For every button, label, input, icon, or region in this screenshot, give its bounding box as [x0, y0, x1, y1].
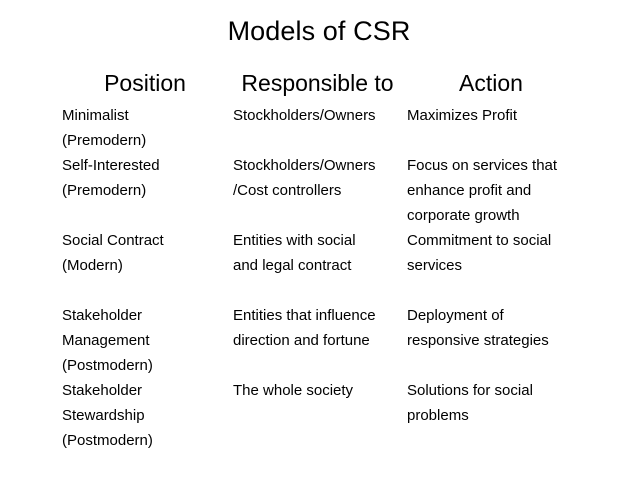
table-cell-action: Commitment to social services [407, 228, 587, 278]
page-title: Models of CSR [227, 16, 411, 46]
table-cell-responsible-to: Entities with social and legal contract [233, 228, 405, 278]
table-cell-action: Focus on services that enhance profit and… [407, 153, 587, 228]
cell-line: problems [407, 407, 469, 424]
table-cell-position: Minimalist (Premodern) [62, 103, 230, 153]
cell-line: Solutions for social [407, 382, 533, 399]
cell-line: Stockholders/Owners [233, 157, 376, 174]
cell-line: and legal contract [233, 257, 352, 274]
cell-line: Entities that influence [233, 307, 376, 324]
table-cell-responsible-to: Stockholders/Owners/Cost controllers [233, 153, 405, 203]
cell-line: (Premodern) [62, 182, 147, 199]
cell-line: /Cost controllers [233, 182, 342, 199]
cell-line: Stakeholder [62, 307, 143, 324]
cell-line: Stockholders/Owners [233, 107, 376, 124]
cell-line: corporate growth [407, 207, 520, 224]
cell-line: (Postmodern) [62, 357, 153, 374]
table-cell-responsible-to: Stockholders/Owners [233, 103, 405, 128]
table-cell-action: Deployment of responsive strategies [407, 303, 587, 353]
table-cell-action: Maximizes Profit [407, 103, 587, 128]
cell-line: Self-Interested [62, 157, 160, 174]
table-cell-action: Solutions for social problems [407, 378, 587, 428]
cell-line: direction and fortune [233, 332, 370, 349]
table-cell-position: Social Contract (Modern) [62, 228, 230, 278]
cell-line: Focus on services that [407, 157, 558, 174]
cell-line: Management [62, 332, 150, 349]
cell-line: Stewardship [62, 407, 145, 424]
cell-line: Stakeholder [62, 382, 143, 399]
cell-line: (Postmodern) [62, 432, 153, 449]
cell-line: (Premodern) [62, 132, 147, 149]
cell-line: Minimalist [62, 107, 129, 124]
table-cell-position: Self-Interested (Premodern) [62, 153, 230, 203]
cell-line: The whole society [233, 382, 354, 399]
cell-line: enhance profit and [407, 182, 532, 199]
table-cell-responsible-to: Entities that influence direction and for… [233, 303, 405, 353]
cell-line: Deployment of [407, 307, 504, 324]
cell-line: Maximizes Profit [407, 107, 518, 124]
cell-line: Social Contract [62, 232, 164, 249]
column-header-position: Position [104, 70, 186, 96]
column-header-action: Action [459, 70, 523, 96]
cell-line: services [407, 257, 463, 274]
cell-line: Commitment to social [407, 232, 552, 249]
cell-line: Entities with social [233, 232, 356, 249]
table-cell-responsible-to: The whole society [233, 378, 405, 403]
cell-line: responsive strategies [407, 332, 549, 349]
table-header-row: Position Responsible to Action [0, 68, 638, 98]
column-header-responsible-to: Responsible to [241, 70, 394, 96]
cell-line: (Modern) [62, 257, 123, 274]
